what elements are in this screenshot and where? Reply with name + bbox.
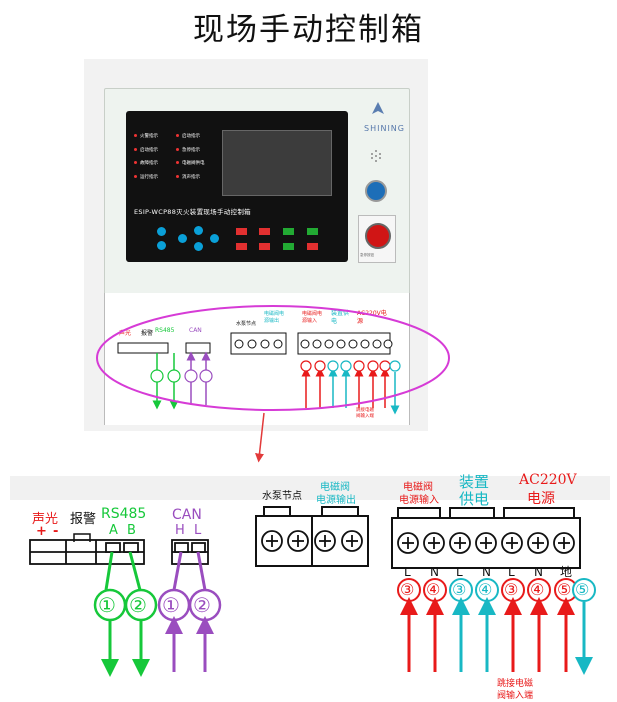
big-device-supply-label-1: 装置	[459, 473, 490, 491]
big-jump-note-2: 阀输入端	[497, 691, 534, 701]
big-valve-in-label-2: 电源输入	[399, 495, 439, 506]
indicator-silence: 消声指示	[176, 171, 205, 185]
big-minus-label: -	[53, 524, 59, 539]
lcd-screen	[222, 130, 332, 196]
function-button-5[interactable]	[236, 243, 247, 250]
big-right-terminals	[397, 532, 575, 554]
big-h-label: H	[175, 523, 185, 538]
big-right-wires	[400, 597, 593, 675]
emergency-stop-button[interactable]	[365, 223, 391, 249]
big-b-label: B	[127, 523, 136, 538]
big-circle-2b: ②	[193, 593, 211, 617]
indicator-start-2: 启动指示	[176, 130, 205, 144]
indicator-fault: 故障指示	[134, 157, 158, 171]
function-button-1[interactable]	[236, 228, 247, 235]
function-button-3[interactable]	[283, 228, 294, 235]
big-valve-out-label-2: 电源输出	[316, 495, 356, 506]
nav-button-up[interactable]	[194, 226, 203, 235]
indicator-estop: 急停指示	[176, 144, 205, 158]
big-circle-2a: ②	[129, 593, 147, 617]
big-circle-3a: ③	[400, 580, 415, 599]
function-button-7[interactable]	[283, 243, 294, 250]
small-rs485-label: RS485	[155, 327, 175, 334]
nav-button-left[interactable]	[178, 234, 187, 243]
big-term-n1: N	[430, 565, 439, 579]
small-jump-note: 跳接电磁阀输入端	[356, 408, 374, 419]
small-valve-in-label: 电磁阀电源输入	[302, 311, 323, 324]
small-can-label: CAN	[189, 327, 202, 334]
small-circles	[150, 360, 401, 383]
big-term-n2: N	[482, 565, 491, 579]
big-middle-terminals	[261, 530, 363, 552]
big-jump-note-1: 跳接电磁	[497, 679, 534, 689]
big-a-label: A	[109, 523, 118, 538]
indicator-valve-power: 电磁阀供电	[176, 157, 205, 171]
big-left-wires	[101, 551, 214, 677]
big-circle-4a: ④	[426, 580, 441, 599]
big-circle-3b: ③	[452, 580, 467, 599]
big-l-label: L	[194, 523, 202, 538]
brand-logo-text: SHINING	[364, 124, 405, 133]
function-button-4[interactable]	[307, 228, 318, 235]
big-circle-5b: ⑤	[575, 580, 590, 599]
big-term-l3: L	[508, 565, 515, 579]
highlight-ellipse	[96, 305, 450, 411]
big-left-circles	[93, 588, 222, 622]
big-device-supply-label-2: 供电	[459, 490, 490, 508]
big-valve-in-label-1: 电磁阀	[403, 482, 433, 493]
indicator-start: 启动指示	[134, 144, 158, 158]
small-alarm-label: 报警	[141, 330, 154, 337]
model-label: ESIP-WCP88灭火装置现场手动控制箱	[134, 208, 251, 216]
big-pump-node-label: 水泵节点	[262, 491, 302, 502]
indicator-fire: 火警指示	[134, 130, 158, 144]
big-right-circles	[397, 578, 596, 602]
big-circle-5a: ⑤	[557, 580, 572, 599]
big-plus-label: +	[36, 524, 47, 539]
big-term-l1: L	[404, 565, 411, 579]
small-terminal-blocks	[117, 332, 393, 355]
big-term-l2: L	[456, 565, 463, 579]
indicator-column-left: 火警指示 启动指示 故障指示 运行指示	[134, 130, 158, 184]
diagram-band	[10, 476, 610, 500]
big-circle-1a: ①	[98, 593, 116, 617]
small-sound-light-label: 声光	[119, 330, 132, 337]
buzzer-grille-icon	[371, 150, 381, 162]
indicator-column-right: 启动指示 急停指示 电磁阀供电 消声指示	[176, 130, 205, 184]
big-sound-light-label: 声光	[32, 512, 59, 527]
big-ac220-label-1: AC220V	[519, 472, 577, 488]
zoom-arrow	[255, 412, 265, 463]
nav-button-down[interactable]	[194, 242, 203, 251]
function-button-2[interactable]	[259, 228, 270, 235]
small-valve-out-label: 电磁阀电源输出	[264, 311, 285, 324]
big-left-connectors	[29, 539, 209, 565]
small-pump-node-label: 水泵节点	[236, 321, 257, 327]
brand-logo-icon	[372, 102, 384, 114]
nav-button-right[interactable]	[210, 234, 219, 243]
big-circle-1b: ①	[162, 593, 180, 617]
small-ac220-label: AC220V电源	[357, 310, 387, 325]
big-circle-3c: ③	[504, 580, 519, 599]
big-can-label: CAN	[172, 507, 202, 523]
big-alarm-label: 报警	[70, 512, 97, 527]
small-device-supply-label: 装置供电	[331, 310, 350, 325]
big-rs485-label: RS485	[101, 506, 147, 522]
function-button-8[interactable]	[307, 243, 318, 250]
big-term-n3: N	[534, 565, 543, 579]
key-switch[interactable]	[365, 180, 387, 202]
big-circle-4b: ④	[478, 580, 493, 599]
big-term-ground: 地	[560, 565, 573, 579]
nav-button-enter[interactable]	[157, 227, 166, 236]
big-valve-out-label-1: 电磁阀	[320, 482, 350, 493]
estop-label: 急停按钮	[360, 253, 374, 257]
page-title: 现场手动控制箱	[193, 12, 424, 48]
nav-button-back[interactable]	[157, 241, 166, 250]
big-ac220-label-2: 电源	[527, 491, 555, 507]
big-circle-4c: ④	[530, 580, 545, 599]
indicator-run: 运行指示	[134, 171, 158, 185]
function-button-6[interactable]	[259, 243, 270, 250]
